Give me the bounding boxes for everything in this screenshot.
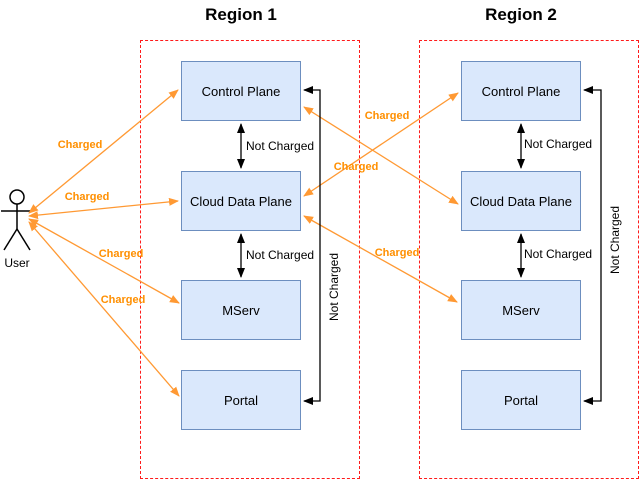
edge-user-r1-portal	[28, 221, 180, 397]
edge-label-charged-cross-top: Charged	[364, 110, 410, 122]
node-label: MServ	[502, 302, 540, 318]
edge-label-charged-user-portal: Charged	[100, 294, 146, 306]
node-label: Control Plane	[201, 83, 281, 99]
edge-r1-cloud-data-plane-r2-mserv	[303, 215, 458, 303]
region2-title: Region 2	[485, 5, 557, 24]
edge-label-charged-user-cdp: Charged	[64, 191, 110, 203]
node-label: Portal	[224, 392, 258, 408]
region1-title: Region 1	[205, 5, 277, 24]
edge-user-r1-mserv	[28, 218, 180, 304]
edge-user-r1-cloud-data-plane	[28, 197, 179, 220]
node-label: Cloud Data Plane	[190, 193, 292, 209]
not-charged-edges	[237, 86, 602, 405]
edge-r1-cloud-data-plane-r2-control-plane	[303, 92, 459, 197]
node-label: MServ	[222, 302, 260, 318]
node-region2-cloud-data-plane: Cloud Data Plane	[461, 171, 581, 231]
edge-label-notcharged-r1-cp-cdp: Not Charged	[246, 139, 315, 153]
node-label: Cloud Data Plane	[470, 193, 572, 209]
edge-label-charged-user-mserv: Charged	[98, 248, 144, 260]
node-region2-control-plane: Control Plane	[461, 61, 581, 121]
node-region2-mserv: MServ	[461, 280, 581, 340]
node-region1-mserv: MServ	[181, 280, 301, 340]
user-actor-label: User	[4, 256, 30, 270]
edge-label-notcharged-r2-cp-cdp: Not Charged	[524, 137, 593, 151]
node-region2-portal: Portal	[461, 370, 581, 430]
node-region1-portal: Portal	[181, 370, 301, 430]
edge-label-charged-cross-bottom: Charged	[374, 247, 420, 259]
edge-r1-portal-control-plane	[303, 86, 321, 405]
edge-r2-portal-control-plane	[583, 86, 602, 405]
edge-label-notcharged-r2-cdp-mserv: Not Charged	[524, 247, 593, 261]
node-region1-control-plane: Control Plane	[181, 61, 301, 121]
edge-label-charged-user-cp: Charged	[57, 139, 103, 151]
edge-label-charged-cross-middle: Charged	[333, 161, 379, 173]
edge-label-notcharged-r2-vertical: Not Charged	[608, 205, 622, 275]
node-label: Portal	[504, 392, 538, 408]
charged-edges	[28, 89, 459, 397]
edge-label-notcharged-r1-vertical: Not Charged	[327, 252, 341, 322]
edge-user-r1-control-plane	[28, 89, 179, 214]
user-actor-icon	[1, 189, 33, 251]
node-label: Control Plane	[481, 83, 561, 99]
node-region1-cloud-data-plane: Cloud Data Plane	[181, 171, 301, 231]
edge-label-notcharged-r1-cdp-mserv: Not Charged	[246, 248, 315, 262]
